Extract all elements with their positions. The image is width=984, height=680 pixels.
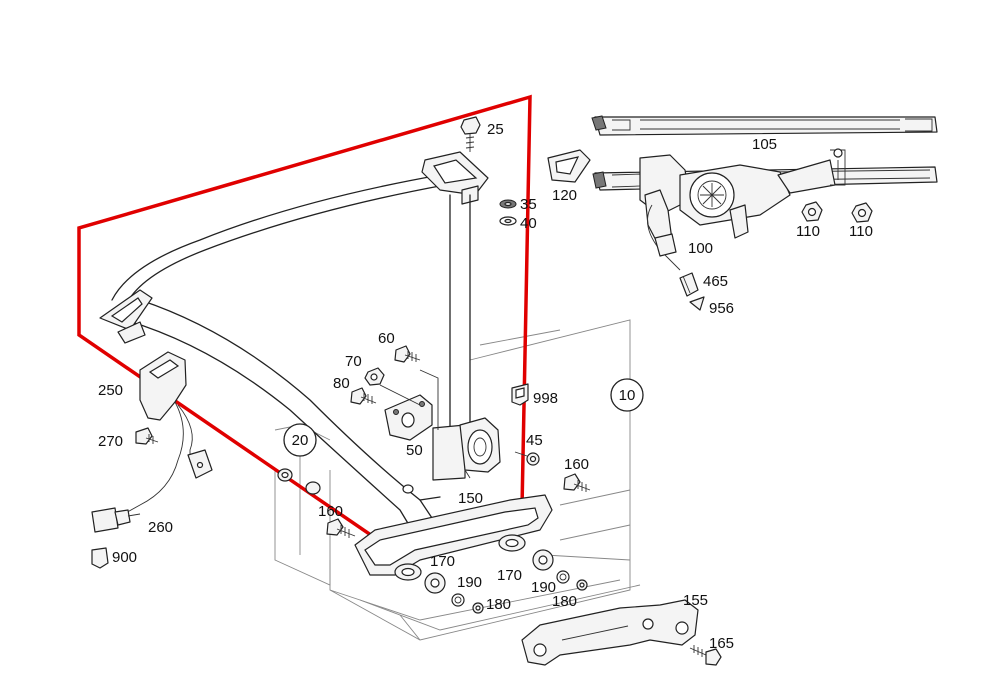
- screw-270: [135, 427, 159, 445]
- label-270: 270: [98, 433, 123, 450]
- label-120: 120: [552, 187, 577, 204]
- label-180-right: 180: [552, 593, 577, 610]
- bolt-25: [460, 116, 481, 152]
- label-100: 100: [688, 240, 713, 257]
- bolt-160-right: [563, 473, 591, 492]
- seat-rail-105: [591, 115, 938, 136]
- nut-110-b: [851, 202, 873, 223]
- bracket-50: [384, 394, 433, 441]
- label-160-right: 160: [564, 456, 589, 473]
- seat-mount-bracket: [354, 494, 553, 581]
- label-190-left: 190: [457, 574, 482, 591]
- nut-near-20: [277, 468, 321, 495]
- label-998: 998: [533, 390, 558, 407]
- leader-60-80: [379, 369, 439, 430]
- upper-belt-guide: [421, 151, 489, 205]
- part-labels: 25 35 40 105 120 100 110 110 465 956 60 …: [98, 121, 873, 652]
- bolt-165: [689, 645, 722, 666]
- label-80: 80: [333, 375, 350, 392]
- label-105: 105: [752, 136, 777, 153]
- label-250: 250: [98, 382, 123, 399]
- washer-190-right: [556, 570, 570, 584]
- washer-170-right: [532, 549, 554, 571]
- clip-956: [689, 296, 705, 311]
- label-150: 150: [458, 490, 483, 507]
- label-170-right: 170: [497, 567, 522, 584]
- label-190-right: 190: [531, 579, 556, 596]
- buckle-250: [121, 351, 213, 516]
- nut-110-a: [801, 201, 823, 222]
- label-10: 10: [619, 387, 636, 404]
- washer-190-left: [451, 593, 465, 607]
- belt-strap-vertical: [449, 194, 471, 431]
- nut-180-right: [576, 579, 588, 591]
- seat-belt-assembly-highlight: [77, 94, 532, 557]
- reference-circle-20: [283, 423, 317, 457]
- label-165: 165: [709, 635, 734, 652]
- connector-260: [91, 507, 141, 533]
- bolt-45: [514, 451, 540, 466]
- label-60: 60: [378, 330, 395, 347]
- label-25: 25: [487, 121, 504, 138]
- bolt-160-left: [326, 518, 356, 538]
- seat-belt-webbing: [99, 174, 446, 531]
- label-260: 260: [148, 519, 173, 536]
- nut-70: [364, 367, 385, 386]
- label-110-b: 110: [849, 223, 873, 240]
- trim-clip-120: [547, 149, 591, 183]
- label-160-left: 160: [318, 503, 343, 520]
- label-70: 70: [345, 353, 362, 370]
- washer-35: [499, 199, 517, 209]
- bolt-80: [350, 387, 377, 405]
- label-45: 45: [526, 432, 543, 449]
- bolt-60: [394, 345, 421, 363]
- label-465: 465: [703, 273, 728, 290]
- connector-465: [679, 272, 699, 297]
- washer-170-left: [424, 572, 446, 594]
- seat-frame-outline: [274, 319, 641, 641]
- retractor-150: [432, 417, 501, 481]
- reference-circle-10: [610, 378, 644, 412]
- label-155: 155: [683, 592, 708, 609]
- clip-998: [511, 383, 529, 406]
- label-900: 900: [112, 549, 137, 566]
- label-50: 50: [406, 442, 423, 459]
- label-35: 35: [520, 196, 537, 213]
- washer-40: [499, 216, 517, 226]
- seat-rail-with-motor-100: [592, 148, 938, 271]
- label-40: 40: [520, 215, 537, 232]
- clip-900: [91, 547, 109, 569]
- bracket-155: [521, 599, 699, 666]
- label-956: 956: [709, 300, 734, 317]
- label-20: 20: [292, 432, 309, 449]
- label-110-a: 110: [796, 223, 820, 240]
- nut-180-left: [472, 602, 484, 614]
- label-180-left: 180: [486, 596, 511, 613]
- label-170-left: 170: [430, 553, 455, 570]
